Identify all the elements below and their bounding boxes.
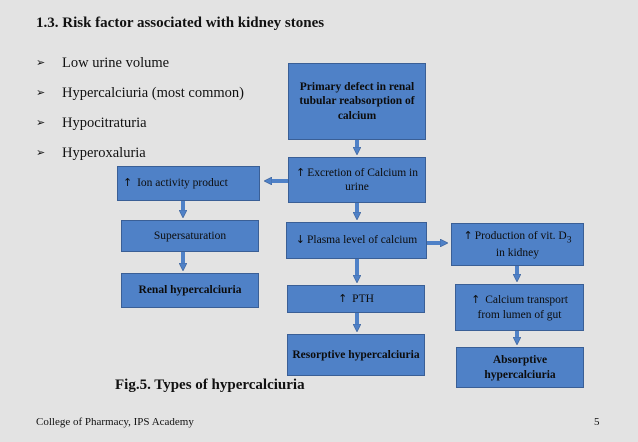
calcium-transport-box: ↑ Calcium transport from lumen of gut [455,284,584,331]
list-item: ➢Hypocitraturia [36,112,244,142]
list-item: ➢Low urine volume [36,52,244,82]
arrow-bullet-icon: ➢ [36,146,46,159]
list-item: ➢Hyperoxaluria [36,142,244,172]
ion-activity-box: ↑ Ion activity product [117,166,260,201]
up-arrow-icon: ↑ [471,293,481,307]
plasma-calcium-box: ↓Plasma level of calcium [286,222,427,259]
arrow-bullet-icon: ➢ [36,116,46,129]
up-arrow-icon: ↑ [338,291,348,305]
up-arrow-icon: ↑ [463,228,473,242]
arrow-bullet-icon: ➢ [36,56,46,69]
excretion-box: ↑Excretion of Calcium in urine [288,157,426,203]
figure-caption: Fig.5. Types of hypercalciuria [115,377,305,393]
up-arrow-icon: ↑ [123,176,133,190]
down-arrow-icon: ↓ [295,233,306,247]
pth-box: ↑ PTH [287,285,425,313]
absorptive-hypercalciuria-box: Absorptive hypercalciuria [456,347,584,388]
slide-title: 1.3. Risk factor associated with kidney … [36,15,325,31]
page-number: 5 [594,416,600,428]
footer-text: College of Pharmacy, IPS Academy [36,416,194,428]
supersaturation-box: Supersaturation [121,220,259,252]
list-item: ➢Hypercalciuria (most common) [36,82,244,112]
resorptive-hypercalciuria-box: Resorptive hypercalciuria [287,334,425,376]
up-arrow-icon: ↑ [295,165,306,179]
risk-factor-list: ➢Low urine volume ➢Hypercalciuria (most … [36,52,244,172]
renal-hypercalciuria-box: Renal hypercalciuria [121,273,259,308]
primary-defect-box: Primary defect in renal tubular reabsorp… [288,63,426,140]
arrow-bullet-icon: ➢ [36,86,46,99]
